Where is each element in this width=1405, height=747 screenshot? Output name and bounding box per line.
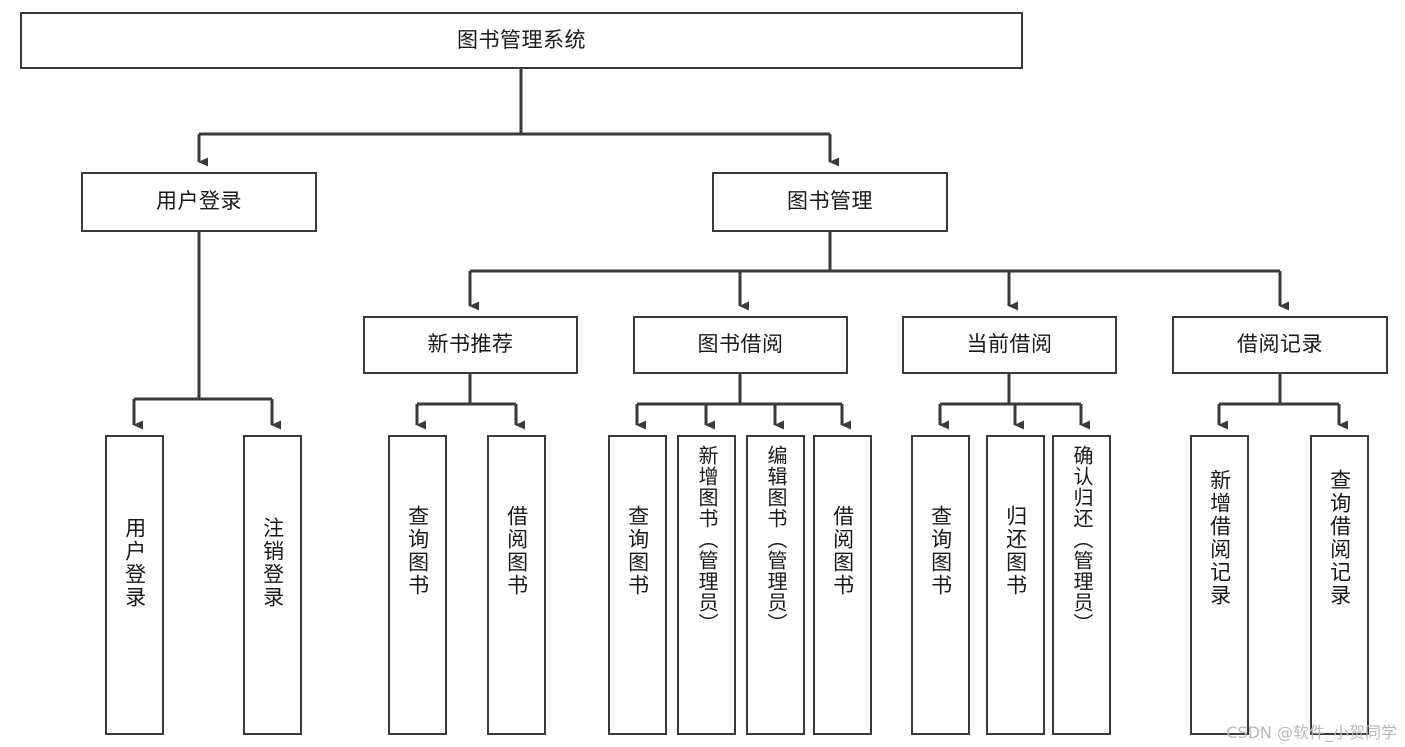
node-label: 新书推荐	[427, 332, 514, 357]
node-user-login[interactable]: 用户登录	[81, 172, 317, 232]
node-leaf-confirm-return-admin[interactable]: 确认归还（管理员）	[1052, 435, 1111, 735]
node-leaf-query-borrow-record[interactable]: 查询借阅记录	[1310, 435, 1369, 735]
node-label: 借阅图书	[504, 505, 529, 597]
node-leaf-query-book-borrow[interactable]: 查询图书	[608, 435, 667, 735]
node-book-borrow[interactable]: 图书借阅	[633, 316, 848, 374]
node-label: 当前借阅	[966, 332, 1053, 357]
node-label: 新增借阅记录	[1207, 469, 1232, 607]
node-leaf-borrow-book-recommend[interactable]: 借阅图书	[487, 435, 546, 735]
node-leaf-edit-book-admin[interactable]: 编辑图书（管理员）	[746, 435, 805, 735]
node-root-system[interactable]: 图书管理系统	[20, 12, 1023, 69]
node-label: 编辑图书（管理员）	[764, 445, 788, 634]
node-leaf-logout-login[interactable]: 注销登录	[243, 435, 302, 735]
node-label: 借阅图书	[830, 505, 855, 597]
node-label: 借阅记录	[1237, 332, 1323, 357]
node-new-book-recommend[interactable]: 新书推荐	[363, 316, 578, 374]
node-current-borrow[interactable]: 当前借阅	[902, 316, 1117, 374]
node-label: 图书管理系统	[457, 27, 586, 52]
node-label: 注销登录	[260, 517, 285, 609]
node-leaf-query-book-current[interactable]: 查询图书	[911, 435, 970, 735]
node-label: 归还图书	[1003, 505, 1028, 597]
node-label: 确认归还（管理员）	[1070, 445, 1094, 634]
node-label: 图书管理	[787, 189, 873, 214]
node-leaf-add-borrow-record[interactable]: 新增借阅记录	[1190, 435, 1249, 735]
node-label: 图书借阅	[697, 332, 784, 357]
node-leaf-query-book-recommend[interactable]: 查询图书	[388, 435, 447, 735]
node-label: 新增图书（管理员）	[695, 445, 719, 634]
node-leaf-borrow-book[interactable]: 借阅图书	[813, 435, 872, 735]
node-leaf-return-book[interactable]: 归还图书	[986, 435, 1045, 735]
node-borrow-record[interactable]: 借阅记录	[1172, 316, 1388, 374]
node-leaf-add-book-admin[interactable]: 新增图书（管理员）	[677, 435, 736, 735]
node-leaf-user-login[interactable]: 用户登录	[105, 435, 164, 735]
node-label: 查询借阅记录	[1327, 469, 1352, 607]
node-book-manage[interactable]: 图书管理	[712, 172, 948, 232]
node-label: 用户登录	[156, 189, 242, 214]
node-label: 用户登录	[122, 517, 147, 609]
node-label: 查询图书	[405, 505, 430, 597]
node-label: 查询图书	[625, 505, 650, 597]
csdn-watermark: CSDN @软件_小贺同学	[1226, 723, 1397, 742]
node-label: 查询图书	[928, 505, 953, 597]
